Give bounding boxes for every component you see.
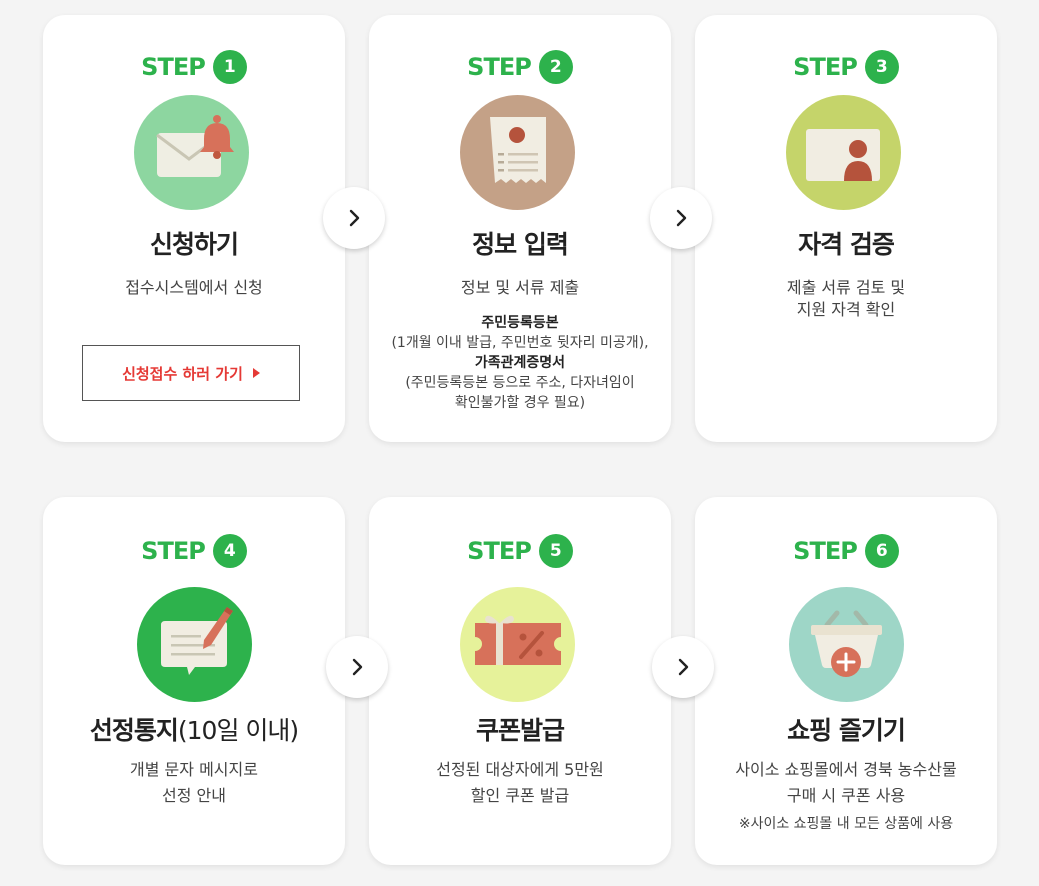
step-label: STEP	[793, 53, 858, 81]
step-header: STEP 2	[369, 50, 671, 84]
step-title: 선정통지(10일 이내)	[43, 711, 345, 747]
id-card-icon	[786, 95, 901, 210]
document-detail: (1개월 이내 발급, 주민번호 뒷자리 미공개),	[391, 335, 649, 351]
description-line: 할인 쿠폰 발급	[470, 786, 570, 805]
step-number-badge: 3	[864, 50, 899, 84]
chevron-right-icon	[678, 658, 689, 676]
step-card-2: STEP 2 정보 입력 정보 및 서류 제출 주민등록등본 (1개월 이내 발…	[369, 15, 671, 442]
step-label: STEP	[141, 53, 206, 81]
chevron-right-icon	[349, 209, 360, 227]
description-line: 선정된 대상자에게 5만원	[436, 760, 604, 779]
shopping-basket-icon	[789, 587, 904, 702]
step-number-badge: 2	[538, 50, 573, 84]
step-description: 정보 및 서류 제출	[460, 278, 580, 297]
coupon-ticket-icon	[460, 587, 575, 702]
step-number-badge: 1	[212, 50, 247, 84]
step-description: 접수시스템에서 신청	[125, 278, 263, 297]
step-header: STEP 1	[43, 50, 345, 84]
usage-note: ※사이소 쇼핑몰 내 모든 상품에 사용	[738, 816, 954, 832]
step-card-4: STEP 4 선정통지(10일 이내) 개별 문자 메시지로 선정 안내	[43, 497, 345, 865]
step-card-5: STEP 5 쿠폰발급 선정된 대상자에게 5만원 할인 쿠폰 발급	[369, 497, 671, 865]
description-line: 선정 안내	[162, 786, 226, 805]
chevron-right-icon	[676, 209, 687, 227]
step-number-badge: 4	[212, 534, 247, 568]
step-card-6: STEP 6 쇼핑 즐기기 사이소 쇼핑몰에서 경북 농수산물 구매 시 쿠폰 …	[695, 497, 997, 865]
step-description: 사이소 쇼핑몰에서 경북 농수산물 구매 시 쿠폰 사용 ※사이소 쇼핑몰 내 …	[695, 757, 997, 837]
play-triangle-icon	[252, 368, 260, 378]
step-header: STEP 5	[369, 534, 671, 568]
step-card-3: STEP 3 자격 검증 제출 서류 검토 및 지원 자격 확인	[695, 15, 997, 442]
step-header: STEP 6	[695, 534, 997, 568]
description-line: 개별 문자 메시지로	[130, 760, 258, 779]
step-card-1: STEP 1 신청하기 접수시스템에서 신청 신청접수 하러 가기	[43, 15, 345, 442]
document-receipt-icon	[460, 95, 575, 210]
step-number-badge: 5	[538, 534, 573, 568]
step-title-suffix: (10일 이내)	[177, 716, 299, 745]
document-detail: (주민등록등본 등으로 주소, 다자녀임이	[405, 375, 635, 391]
step-label: STEP	[467, 537, 532, 565]
step-label: STEP	[467, 53, 532, 81]
apply-button[interactable]: 신청접수 하러 가기	[82, 345, 300, 401]
document-title: 가족관계증명서	[474, 355, 566, 371]
envelope-bell-icon	[134, 95, 249, 210]
step-header: STEP 3	[695, 50, 997, 84]
step-title: 자격 검증	[798, 230, 895, 259]
next-arrow-3	[326, 636, 388, 698]
document-title: 주민등록등본	[481, 315, 559, 331]
step-title: 쿠폰발급	[475, 716, 565, 745]
description-line: 구매 시 쿠폰 사용	[786, 786, 906, 805]
required-documents: 주민등록등본 (1개월 이내 발급, 주민번호 뒷자리 미공개), 가족관계증명…	[369, 313, 671, 413]
step-title: 정보 입력	[472, 230, 569, 259]
step-description: 선정된 대상자에게 5만원 할인 쿠폰 발급	[369, 757, 671, 809]
next-arrow-1	[323, 187, 385, 249]
description-line: 제출 서류 검토 및	[786, 278, 906, 297]
step-number-badge: 6	[864, 534, 899, 568]
step-title-main: 선정통지	[89, 716, 179, 745]
step-title: 신청하기	[149, 230, 239, 259]
step-description: 제출 서류 검토 및 지원 자격 확인	[695, 277, 997, 321]
chevron-right-icon	[352, 658, 363, 676]
description-line: 지원 자격 확인	[796, 300, 896, 319]
description-line: 사이소 쇼핑몰에서 경북 농수산물	[735, 760, 957, 779]
next-arrow-4	[652, 636, 714, 698]
step-header: STEP 4	[43, 534, 345, 568]
next-arrow-2	[650, 187, 712, 249]
document-detail: 확인불가할 경우 필요)	[454, 395, 586, 411]
step-title: 쇼핑 즐기기	[787, 716, 906, 745]
apply-button-label: 신청접수 하러 가기	[122, 364, 243, 383]
step-label: STEP	[793, 537, 858, 565]
step-description: 개별 문자 메시지로 선정 안내	[43, 757, 345, 809]
message-pencil-icon	[137, 587, 252, 702]
step-label: STEP	[141, 537, 206, 565]
